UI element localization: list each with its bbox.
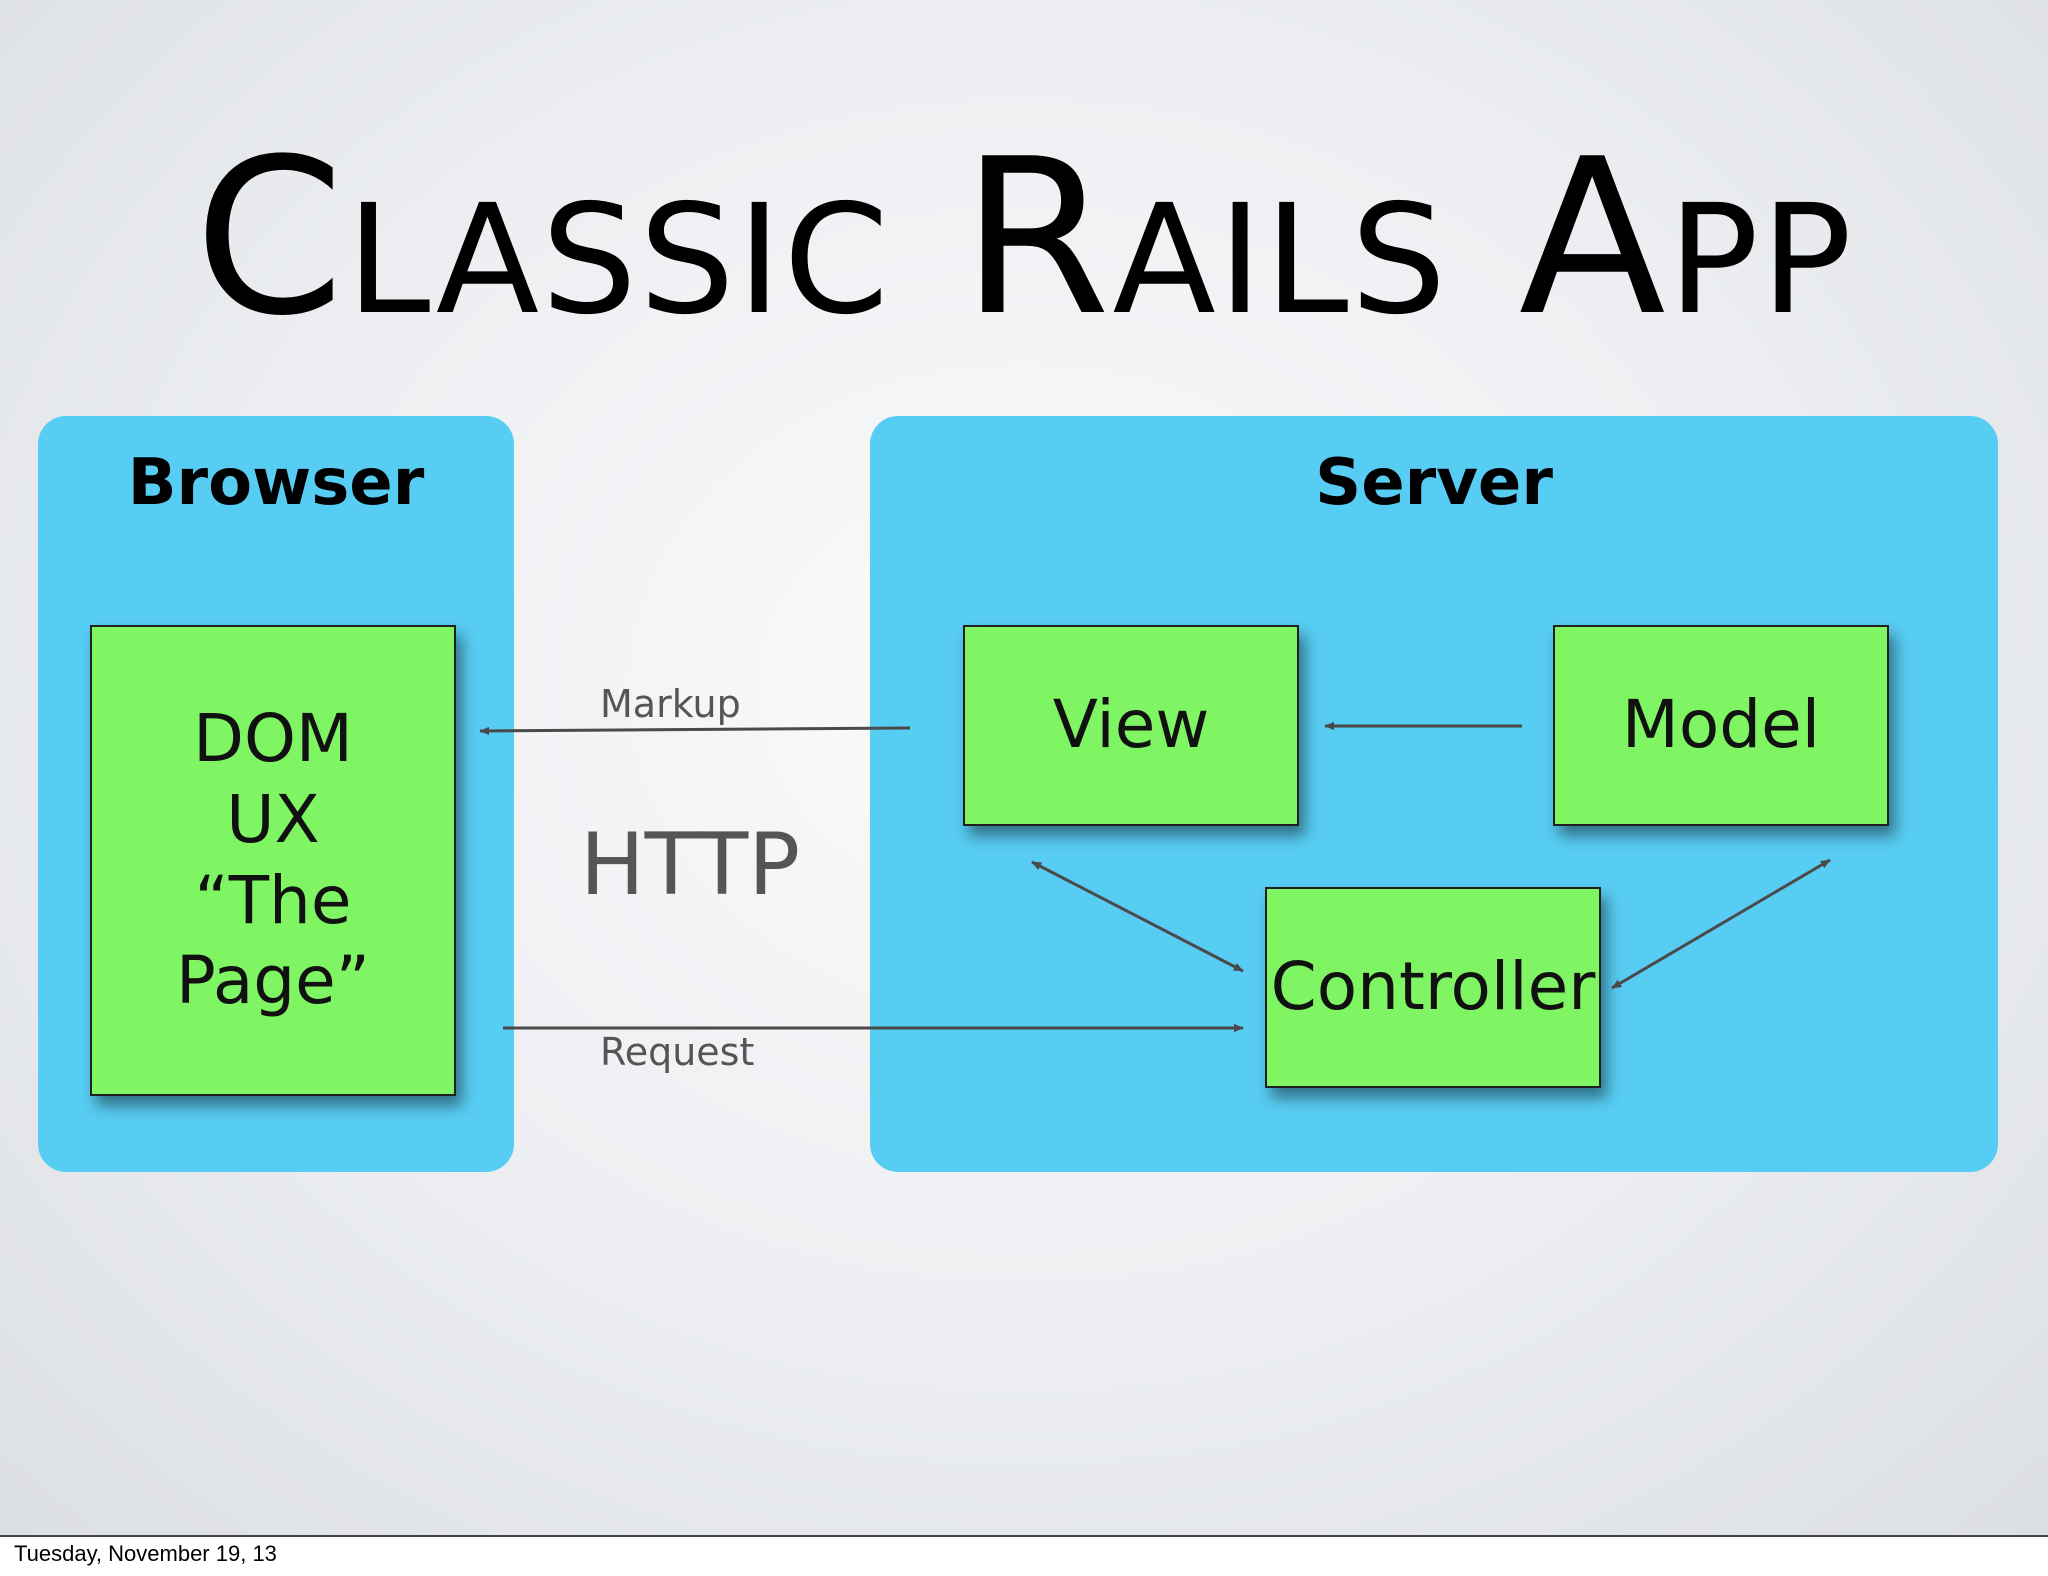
slide-title: Classic Rails App: [194, 112, 1854, 363]
model-node: Model: [1553, 625, 1889, 826]
markup-label: Markup: [600, 682, 741, 726]
model-controller-arrow: [1611, 858, 1831, 990]
view-label: View: [1052, 686, 1210, 764]
view-node: View: [963, 625, 1299, 826]
the-page-line: “The Page”: [176, 861, 370, 1020]
ux-line: UX: [226, 780, 320, 858]
arrows-layer: [479, 721, 1831, 1033]
date-stamp: Tuesday, November 19, 13: [14, 1541, 277, 1566]
controller-label: Controller: [1270, 948, 1596, 1026]
dom-node: DOM UX “The Page”: [90, 625, 456, 1096]
slide: Classic Rails App Browser Server DOM UX …: [0, 0, 2048, 1537]
browser-panel-title: Browser: [127, 446, 425, 520]
server-panel-title: Server: [1315, 446, 1553, 520]
controller-node: Controller: [1265, 887, 1601, 1088]
markup-arrow: [479, 726, 911, 736]
request-label: Request: [600, 1030, 755, 1074]
model-label: Model: [1621, 686, 1821, 764]
view-controller-arrow: [1031, 860, 1244, 973]
dom-line: DOM: [193, 700, 353, 778]
http-label: HTTP: [580, 815, 801, 915]
